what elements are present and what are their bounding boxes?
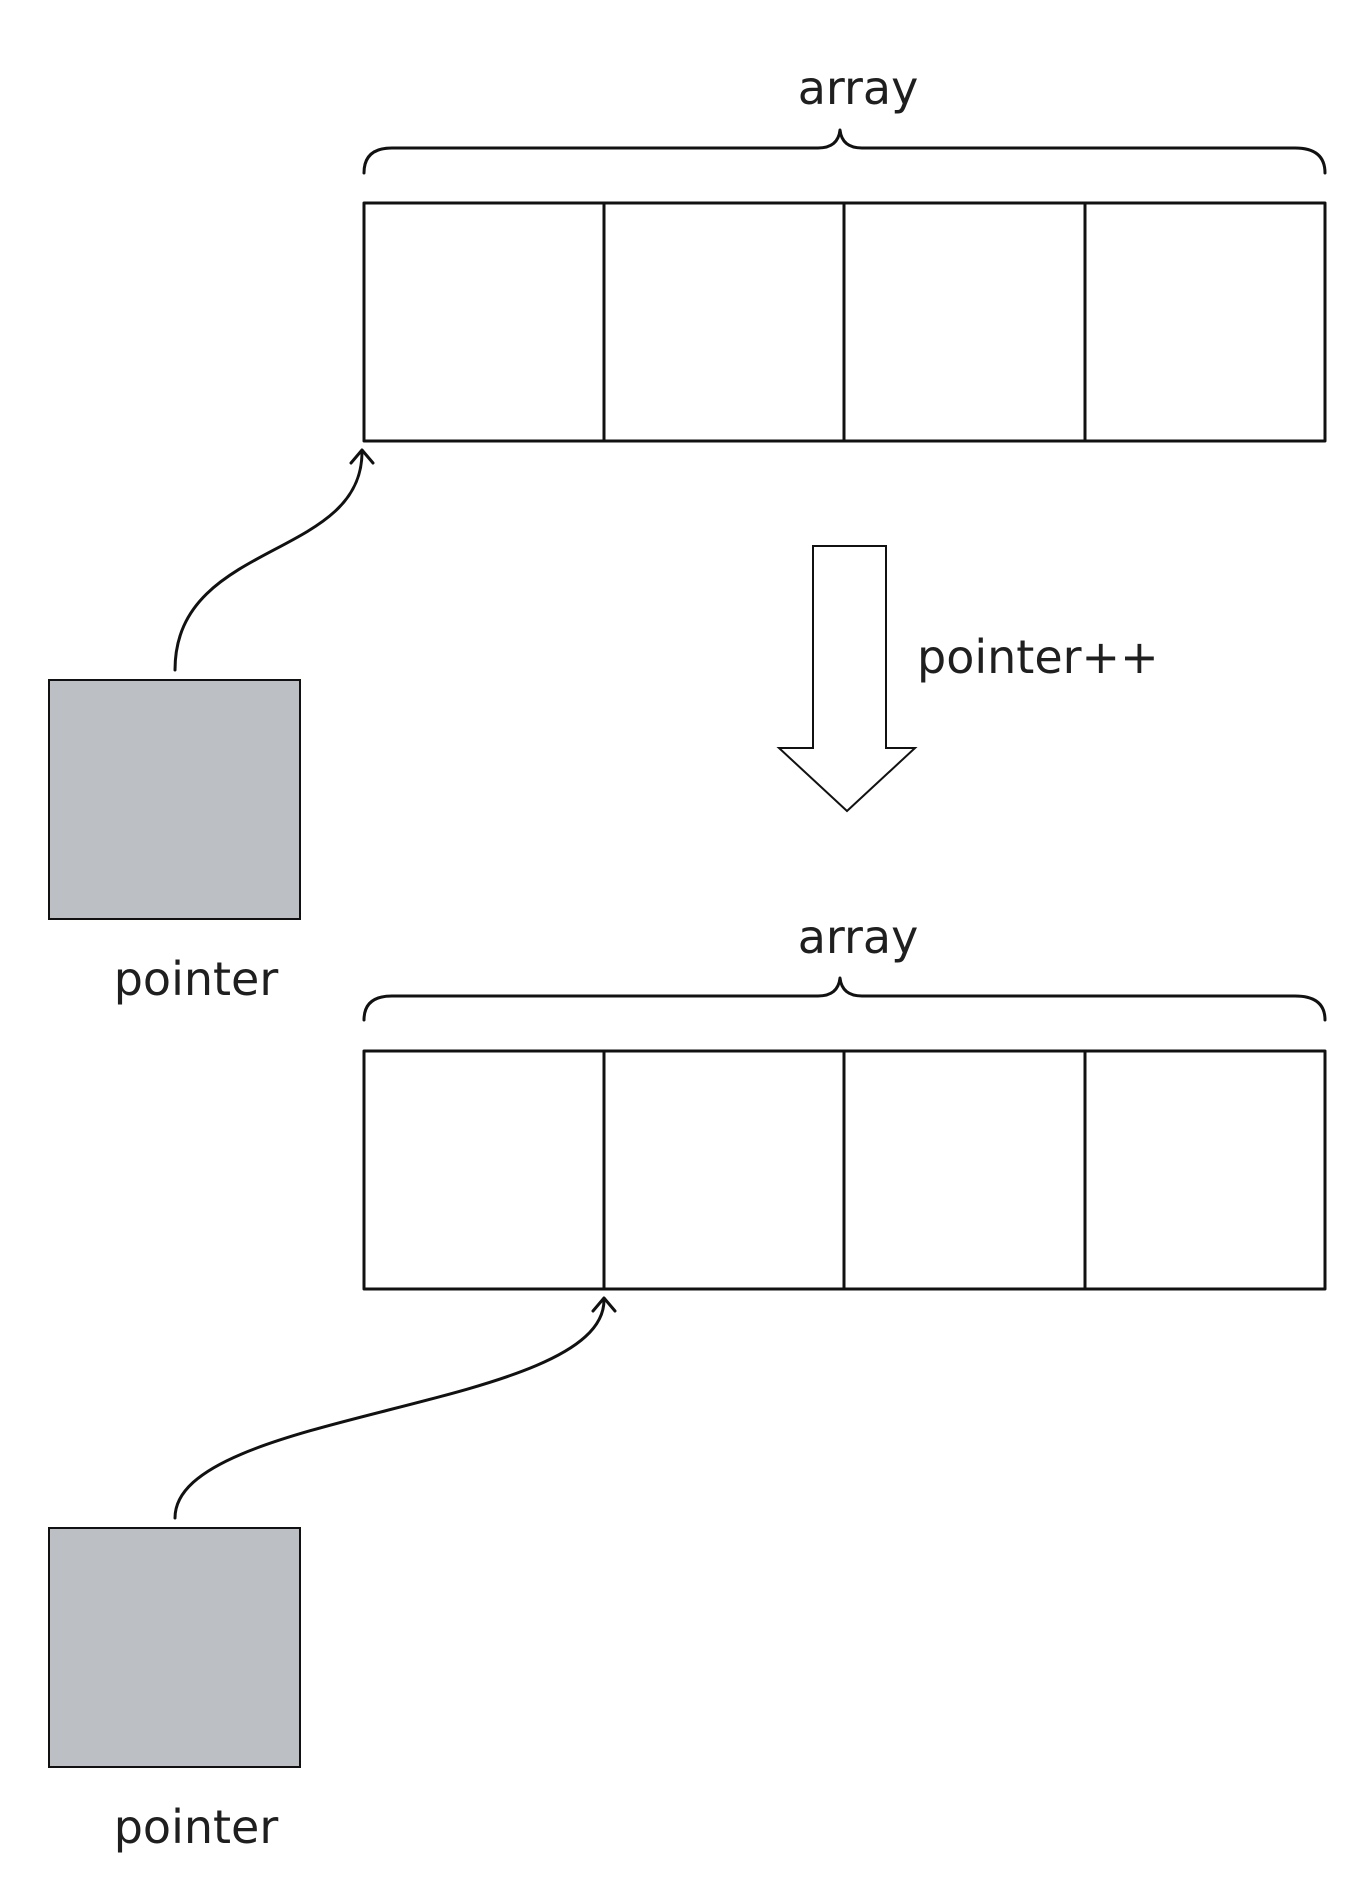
top-pointer-box: [48, 679, 301, 920]
top-array-cell-3: [1083, 201, 1327, 443]
top-array-cell-0: [362, 201, 606, 443]
top-array-cell-1: [602, 201, 846, 443]
operation-label: pointer++: [917, 630, 1159, 684]
top-pointer-label: pointer: [114, 952, 279, 1006]
increment-arrow: [776, 545, 918, 813]
bottom-array-cell-0: [362, 1049, 606, 1291]
top-array-brace: [362, 128, 1327, 175]
bottom-array-label: array: [798, 910, 919, 964]
transition: pointer++: [776, 545, 1159, 813]
bottom-pointer-arrow: [173, 1298, 606, 1520]
bottom-array-cell-3: [1083, 1049, 1327, 1291]
bottom-pointer-label: pointer: [114, 1800, 279, 1854]
top-pointer-arrowhead: [349, 448, 375, 465]
bottom-array-brace: [362, 976, 1327, 1022]
top-array-label: array: [798, 61, 919, 115]
bottom-pointer-arrowhead: [591, 1296, 617, 1313]
bottom-array: [362, 1049, 1327, 1291]
top-array-cell-2: [842, 201, 1087, 443]
bottom-pointer-box: [48, 1527, 301, 1768]
top-pointer-arrow: [173, 450, 364, 672]
bottom-panel: array pointer: [48, 910, 1327, 1854]
top-array: [362, 201, 1327, 443]
top-panel: array pointer: [48, 61, 1327, 1006]
bottom-array-cell-1: [602, 1049, 846, 1291]
bottom-array-cell-2: [842, 1049, 1087, 1291]
